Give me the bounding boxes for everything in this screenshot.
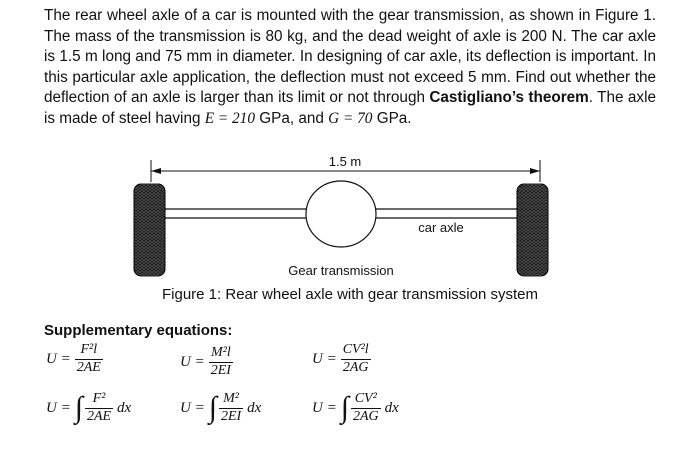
gear-label: Gear transmission xyxy=(288,263,393,278)
supplementary-title: Supplementary equations: xyxy=(44,322,233,339)
unit-gpa-2: GPa. xyxy=(372,109,412,127)
gear-transmission xyxy=(305,180,377,248)
problem-text-2: . The axle is made of steel having xyxy=(44,89,656,127)
axle-figure: 1.5 m car axle Gear transmission xyxy=(133,154,549,278)
modulus-e: E = 210 xyxy=(204,109,255,127)
modulus-g: G = 70 xyxy=(328,109,373,127)
axle-label: car axle xyxy=(418,220,464,235)
unit-gpa-1: GPa, and xyxy=(254,109,329,127)
dimension-line xyxy=(150,160,541,182)
problem-statement: The rear wheel axle of a car is mounted … xyxy=(44,6,656,130)
problem-text-1: The rear wheel axle of a car is mounted … xyxy=(44,7,656,107)
length-label: 1.5 m xyxy=(329,154,362,169)
right-wheel xyxy=(516,183,549,277)
left-wheel xyxy=(133,183,166,277)
figure-caption: Figure 1: Rear wheel axle with gear tran… xyxy=(162,286,538,303)
theorem-name: Castigliano’s theorem xyxy=(429,89,589,107)
